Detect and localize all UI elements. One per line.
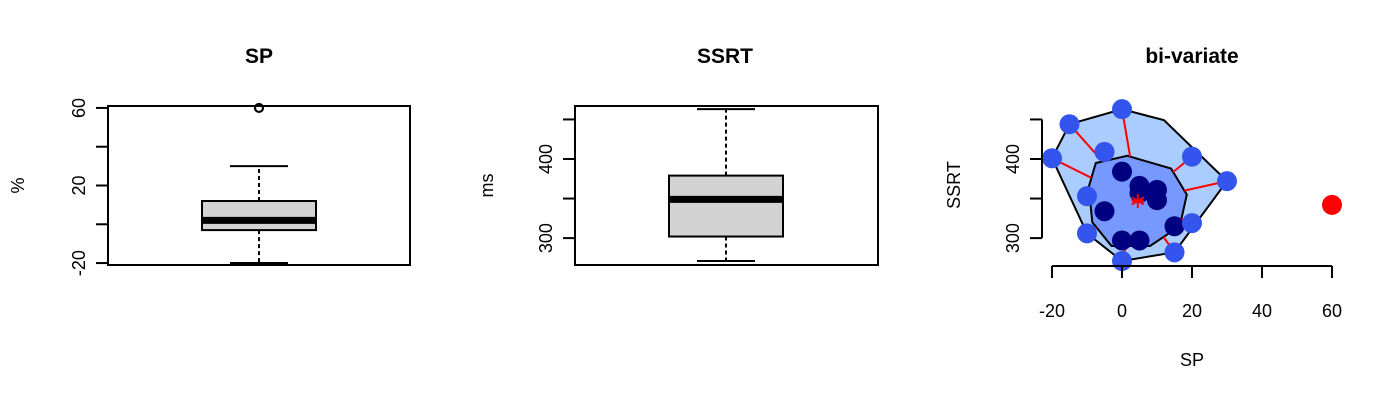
outer-data-point (1077, 223, 1097, 244)
sp-ylabel-group: % (8, 177, 28, 193)
sp-chart-title: SP (245, 45, 273, 68)
sp-boxplot-panel: SP % -20 20 60 (8, 45, 411, 276)
bivariate-x-tick-label: 20 (1182, 301, 1202, 321)
sp-plot-frame (107, 105, 411, 266)
ssrt-chart-title: SSRT (697, 45, 753, 68)
outer-data-point (1217, 171, 1237, 192)
bivariate-y-axis-label: SSRT (944, 161, 964, 209)
sp-y-axis-label: % (8, 177, 28, 193)
ssrt-y-tick-label: 300 (536, 223, 556, 253)
outer-data-point (1094, 141, 1115, 162)
outlier-data-point (1322, 194, 1342, 215)
ssrt-boxplot-panel: SSRT ms 300 400 (477, 45, 879, 266)
sp-y-tick-label: 60 (69, 98, 89, 118)
sp-box (201, 102, 317, 265)
sp-outlier-point (253, 102, 265, 114)
bivariate-y-axis: 300 400 (1003, 118, 1043, 253)
ssrt-ylabel-group: ms (477, 174, 497, 198)
bivariate-x-axis-label: SP (1180, 350, 1204, 370)
sp-y-tick-label: -20 (69, 250, 89, 276)
outer-data-point (1182, 213, 1202, 234)
inner-data-point (1112, 161, 1132, 182)
inner-data-point (1094, 201, 1115, 222)
bivariate-plot-area (1042, 99, 1342, 272)
outer-data-point (1164, 242, 1185, 263)
outer-data-point (1182, 146, 1202, 167)
ssrt-iqr-box (668, 174, 784, 238)
ssrt-y-tick-label: 400 (536, 144, 556, 174)
sp-iqr-box (201, 200, 317, 232)
bivariate-bagplot-panel: bi-variate SSRT SP -20 0 20 40 60 300 400 (944, 45, 1342, 370)
outer-data-point (1042, 148, 1062, 169)
inner-data-point (1129, 230, 1150, 251)
bivariate-y-tick-label: 300 (1003, 223, 1023, 253)
inner-data-point (1147, 190, 1167, 211)
bivariate-x-tick-label: 40 (1252, 301, 1272, 321)
ssrt-box (668, 108, 784, 263)
bivariate-x-tick-label: 0 (1117, 301, 1127, 321)
outer-data-point (1077, 186, 1097, 207)
bivariate-y-tick-label: 400 (1003, 144, 1023, 174)
ssrt-plot-frame (574, 105, 879, 266)
bivariate-x-tick-label: 60 (1322, 301, 1342, 321)
sp-y-tick-label: 20 (69, 175, 89, 195)
ssrt-y-axis-label: ms (477, 174, 497, 198)
bivariate-chart-title: bi-variate (1145, 45, 1238, 68)
bivariate-ylabel-group: SSRT (944, 161, 964, 209)
outer-data-point (1059, 114, 1080, 135)
outer-data-point (1112, 99, 1132, 120)
inner-data-point (1112, 230, 1132, 251)
bivariate-x-tick-label: -20 (1039, 301, 1065, 321)
bivariate-x-axis: -20 0 20 40 60 (1039, 265, 1342, 321)
center-asterisk-mark (1131, 193, 1145, 208)
inner-data-point (1164, 216, 1185, 237)
